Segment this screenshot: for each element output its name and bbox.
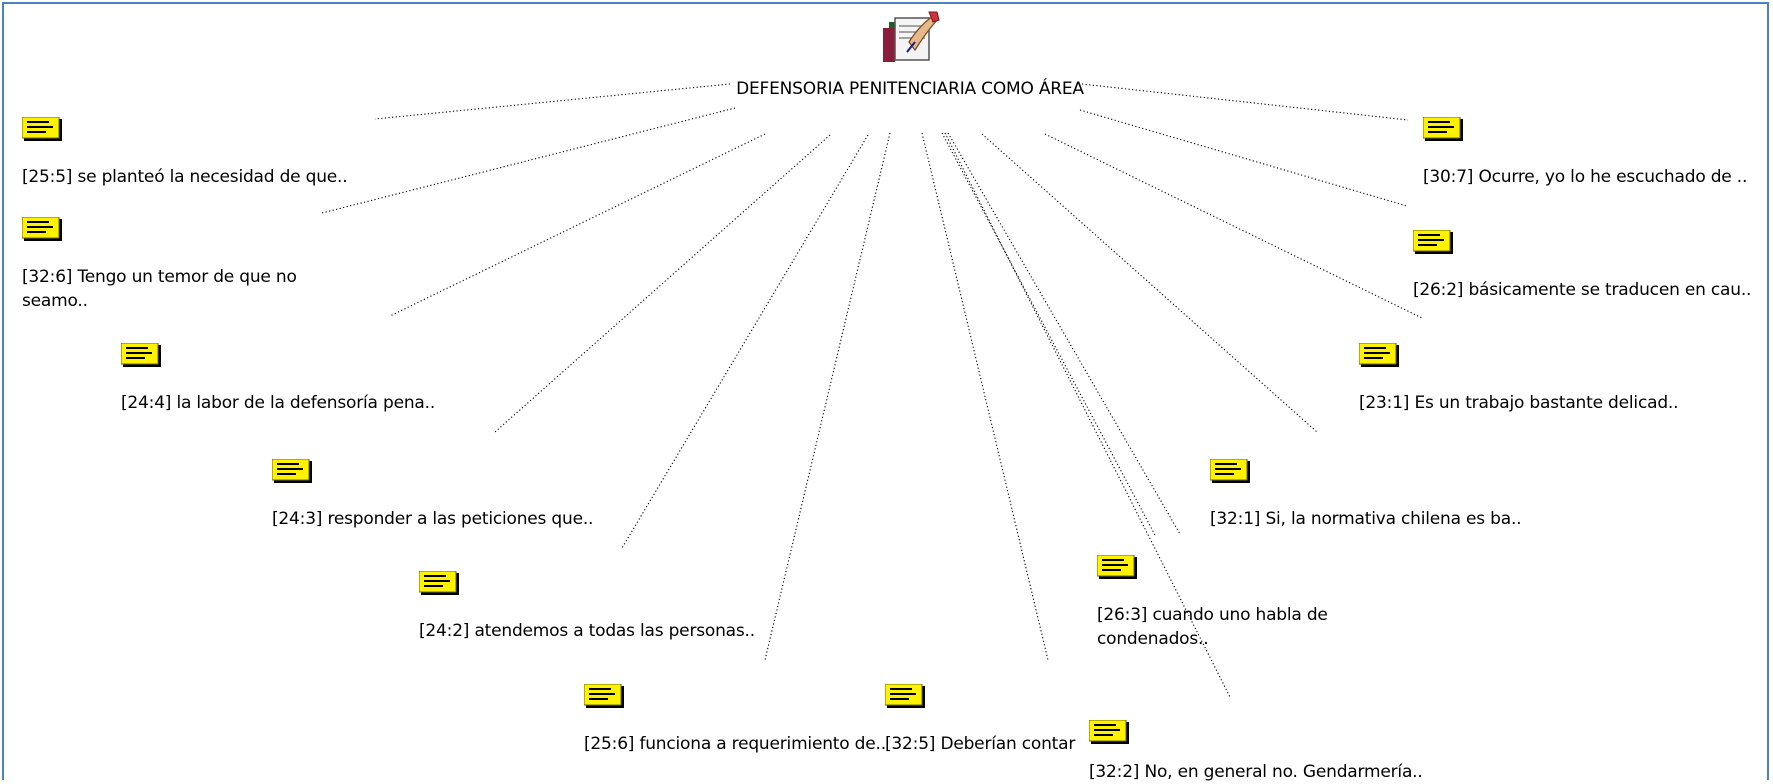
quote-label: [32:6] Tengo un temor de que no seamo.. <box>22 267 297 311</box>
link-q-24-2 <box>621 134 869 549</box>
quotation-note-icon <box>22 117 62 141</box>
quotation-note-icon <box>22 217 62 241</box>
link-q-32-1 <box>947 132 1181 535</box>
link-q-25-6 <box>764 132 891 661</box>
quote-label: [26:3] cuando uno habla de condenados.. <box>1097 605 1328 649</box>
link-q-26-2 <box>1044 133 1423 319</box>
quote-label: [24:2] atendemos a todas las personas.. <box>419 621 755 641</box>
quotation-note-icon <box>1359 343 1399 367</box>
code-family-icon <box>883 11 940 62</box>
quotation-note-icon <box>1423 117 1463 141</box>
link-q-24-4 <box>389 133 766 317</box>
link-q-30-7-b <box>1081 83 1409 121</box>
link-q-26-3 <box>941 132 1156 536</box>
link-q-25-5 <box>374 83 731 120</box>
quotation-note-icon <box>419 571 459 595</box>
link-q-24-3 <box>494 134 831 433</box>
code-node[interactable]: DEFENSORIA PENITENCIARIA COMO ÁREA <box>720 8 1100 100</box>
quote-label: [30:7] Ocurre, yo lo he escuchado de .. <box>1423 167 1748 187</box>
quote-label: [24:4] la labor de la defensoría pena.. <box>121 393 436 413</box>
link-q-30-7 <box>1079 109 1408 207</box>
quote-label: [26:2] básicamente se traducen en cau.. <box>1413 280 1752 300</box>
quotation-note-icon <box>1413 230 1453 254</box>
quotation-note-icon <box>1089 720 1129 744</box>
quotation-note-icon <box>121 343 161 367</box>
link-q-32-5 <box>921 132 1049 661</box>
quotation-note-icon <box>272 459 312 483</box>
link-q-32-6 <box>321 107 736 214</box>
quotation-note-icon <box>1210 459 1250 483</box>
quote-label: [32:5] Deberían contar <box>885 732 1076 756</box>
quote-label: [25:5] se planteó la necesidad de que.. <box>22 167 348 187</box>
link-q-32-2 <box>944 132 1231 698</box>
quotation-note-icon <box>584 684 624 708</box>
quote-label: [24:3] responder a las peticiones que.. <box>272 509 594 529</box>
link-q-23-1 <box>981 133 1318 433</box>
quote-label: [23:1] Es un trabajo bastante delicad.. <box>1359 393 1679 413</box>
quote-label: [32:1] Si, la normativa chilena es ba.. <box>1210 509 1522 529</box>
quotation-note-icon <box>1097 555 1137 579</box>
quote-label: [25:6] funciona a requerimiento de.. <box>584 734 886 754</box>
quote-label: [32:2] No, en general no. Gendarmería.. <box>1089 762 1423 782</box>
quotation-note-icon <box>885 684 925 708</box>
code-title: DEFENSORIA PENITENCIARIA COMO ÁREA <box>736 79 1084 99</box>
